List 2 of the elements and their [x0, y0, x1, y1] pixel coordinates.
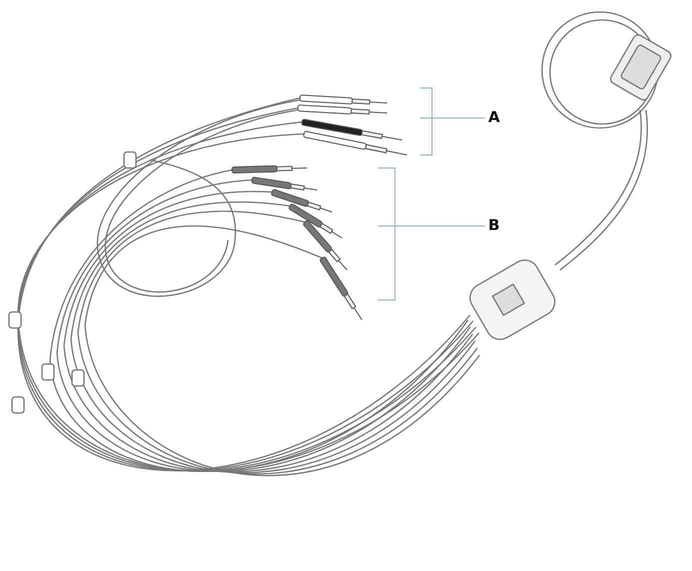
callout-letter: A	[485, 108, 503, 128]
callout-letter: B	[485, 216, 503, 236]
